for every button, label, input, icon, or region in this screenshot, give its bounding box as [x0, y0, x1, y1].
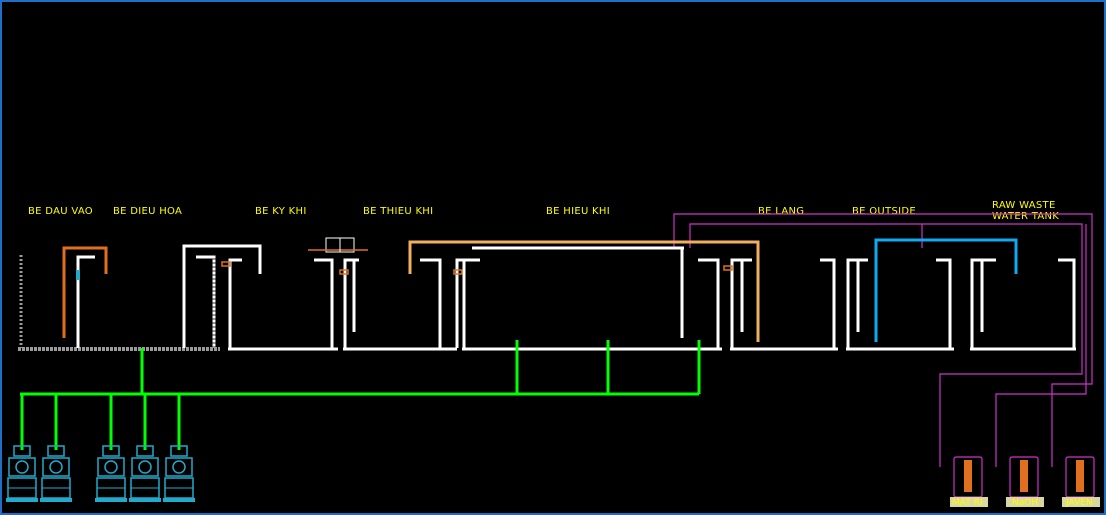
- cyan-pipe: [874, 238, 1018, 342]
- label-javen: JAVEN: [1065, 498, 1093, 508]
- blower-5: [163, 445, 195, 502]
- air-pipes: [20, 340, 701, 450]
- label-be-lang: BE LANG: [758, 206, 804, 217]
- label-be-ky-khi: BE KY KHI: [255, 206, 307, 217]
- label-be-dieu-hoa: BE DIEU HOA: [113, 206, 182, 217]
- blowers: [6, 445, 195, 502]
- transfer-markers: [221, 261, 733, 275]
- chemical-tanks: MAT RI NaOH JAVEN: [950, 456, 1100, 508]
- orange-pipe: [62, 246, 108, 338]
- label-raw-waste-line1: RAW WASTE: [992, 200, 1056, 211]
- label-be-hieu-khi: BE HIEU KHI: [546, 206, 610, 217]
- level-sensor: [76, 270, 80, 280]
- label-raw-waste-line2: WATER TANK: [992, 211, 1059, 222]
- label-be-outside: BE OUTSIDE: [852, 206, 916, 217]
- label-be-thieu-khi: BE THIEU KHI: [363, 206, 433, 217]
- chemical-tank-naoh: NaOH: [1006, 456, 1044, 508]
- label-be-dau-vao: BE DAU VAO: [28, 206, 93, 217]
- blower-3: [95, 445, 127, 502]
- mixer-equipment: [308, 237, 368, 253]
- blower-1: [6, 445, 38, 502]
- label-naoh: NaOH: [1012, 498, 1038, 508]
- tank-walls: [18, 244, 1076, 351]
- chemical-tank-javen: JAVEN: [1062, 456, 1100, 508]
- chemical-pipes: [673, 213, 1093, 467]
- chemical-tank-mat-ri: MAT RI: [950, 456, 988, 508]
- blower-4: [129, 445, 161, 502]
- label-mat-ri: MAT RI: [952, 498, 983, 508]
- blower-2: [40, 445, 72, 502]
- tan-return-pipe: [408, 240, 760, 342]
